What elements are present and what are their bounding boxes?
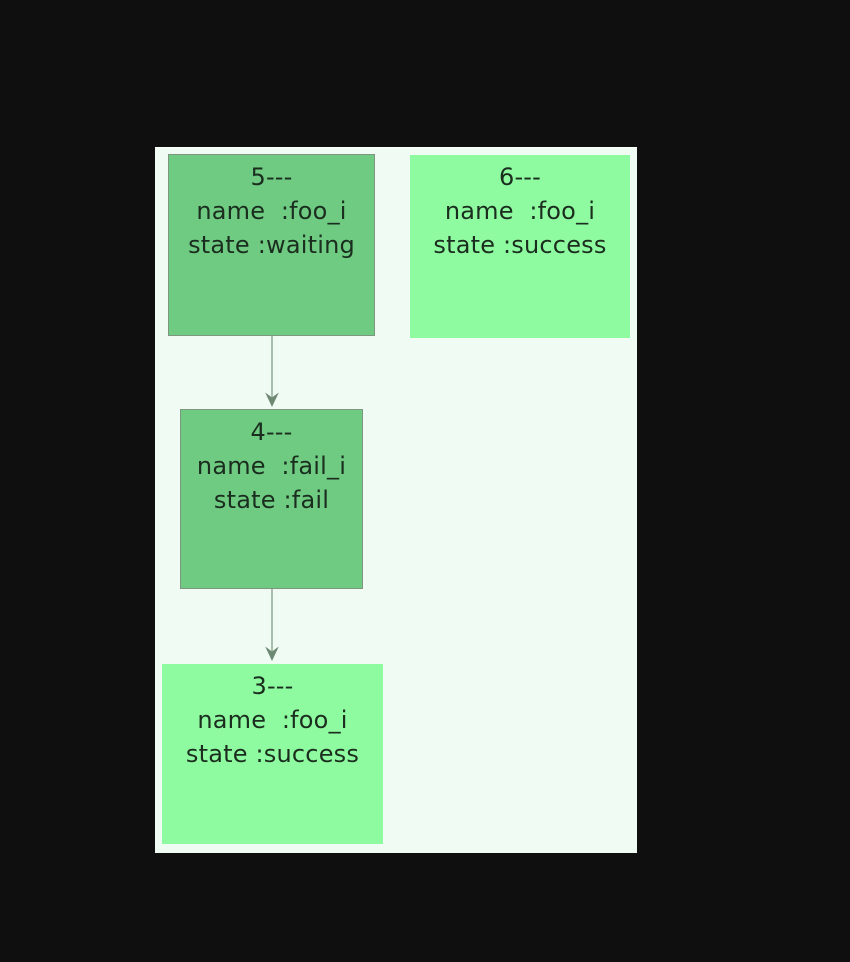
graph-node-4-fail: 4--- name :fail_i state :fail <box>180 409 363 589</box>
node-id-label: 3--- <box>251 672 294 700</box>
graph-node-3-success: 3--- name :foo_i state :success <box>162 664 383 844</box>
arrowhead-down-icon <box>265 646 279 661</box>
node-name-label: name :fail_i <box>196 452 347 480</box>
arrowhead-down-icon <box>265 392 279 407</box>
edge-5-to-4 <box>265 336 279 407</box>
edge-4-to-3 <box>265 589 279 661</box>
node-state-label: state :fail <box>213 486 330 514</box>
node-name-label: name :foo_i <box>196 197 347 225</box>
node-name-label: name :foo_i <box>197 706 348 734</box>
graph-node-5-waiting: 5--- name :foo_i state :waiting <box>168 154 375 336</box>
node-state-label: state :success <box>433 231 607 259</box>
node-id-label: 6--- <box>498 163 542 191</box>
node-id-label: 5--- <box>250 163 293 191</box>
node-state-label: state :waiting <box>188 231 355 259</box>
graph-panel: 5--- name :foo_i state :waiting 6--- nam… <box>155 147 637 853</box>
node-state-label: state :success <box>185 740 360 768</box>
node-id-label: 4--- <box>250 418 293 446</box>
graph-node-6-success: 6--- name :foo_i state :success <box>410 155 630 338</box>
node-name-label: name :foo_i <box>444 197 596 225</box>
